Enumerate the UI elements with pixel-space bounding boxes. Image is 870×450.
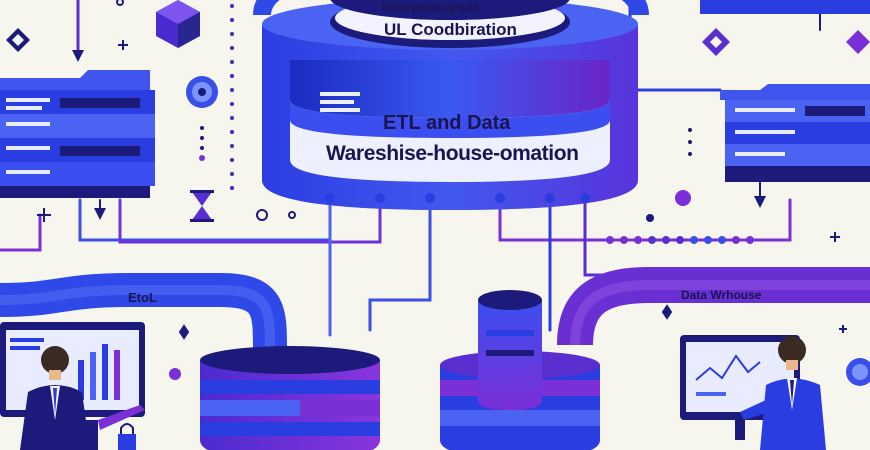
top-banner-subtitle: Enterpmise-grade (382, 2, 479, 14)
cylinder-subtitle: Wareshise-house-omation (326, 142, 579, 165)
database-tower-icon (440, 290, 600, 450)
dot-trail (230, 4, 754, 244)
cube-icon (156, 0, 200, 48)
database-cylinder-icon (200, 346, 380, 450)
cylinder-title: ETL and Data (383, 112, 511, 134)
top-banner-title: UL Coodbiration (384, 20, 517, 39)
businessman-icon-right (740, 336, 826, 450)
ring-icon (116, 0, 296, 221)
hourglass-icon (190, 190, 214, 222)
target-icon (186, 76, 870, 386)
plus-sparkle-icon (37, 40, 847, 340)
connector-nodes (325, 193, 590, 203)
diamond-icon (6, 28, 870, 56)
orb-icon (169, 155, 691, 380)
central-cylinder-icon (262, 0, 638, 210)
right-pipe-label: Data Wrhouse (681, 288, 762, 302)
lock-icon (118, 423, 136, 450)
server-rack-icon-right (700, 0, 870, 182)
server-rack-icon (0, 70, 155, 198)
arrow-down-icon (72, 50, 766, 220)
curved-pipes (0, 0, 870, 351)
businessman-icon (20, 346, 145, 450)
dot-column (200, 126, 692, 156)
left-pipe-label: EtoL (128, 290, 157, 305)
